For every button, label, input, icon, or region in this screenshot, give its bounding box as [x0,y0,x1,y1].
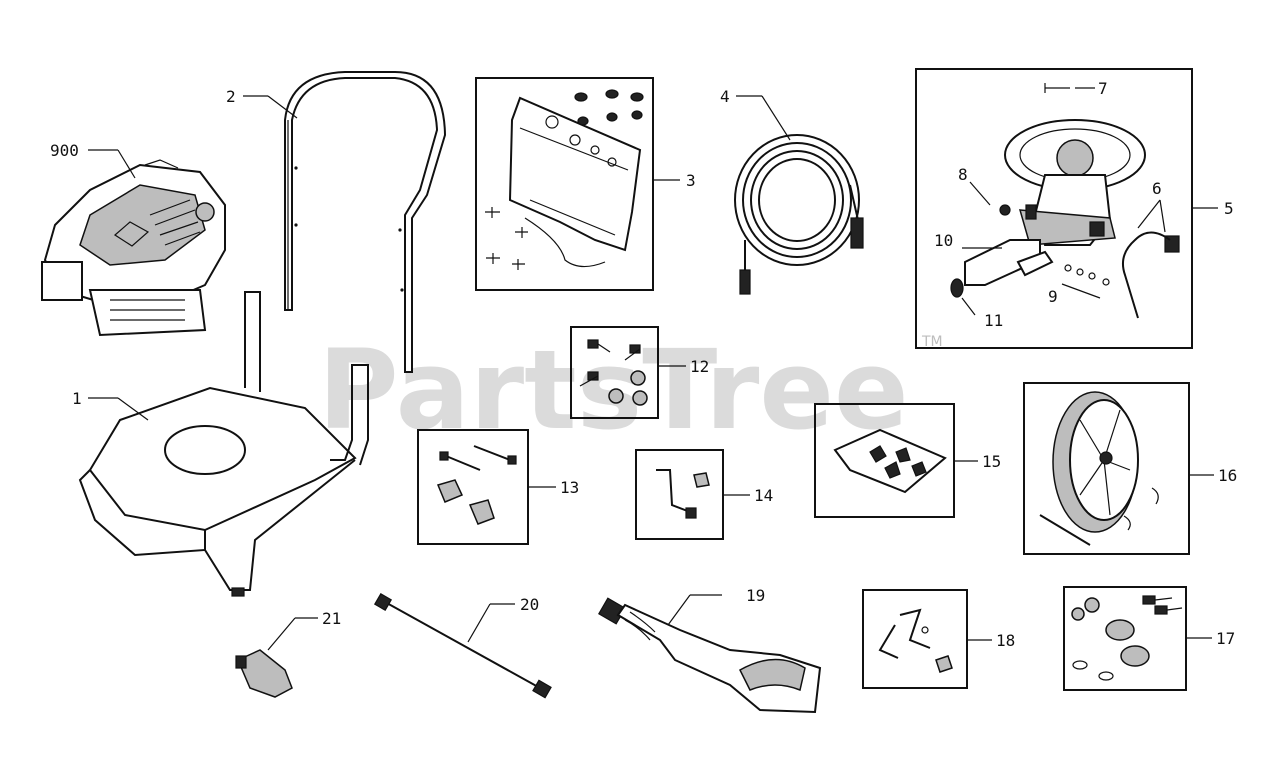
callout-12: 12 [690,357,709,376]
part-16-wheel-kit[interactable]: 16 [1023,382,1237,555]
callout-14: 14 [754,486,773,505]
callout-10: 10 [934,231,953,250]
callout-20: 20 [520,595,539,614]
callout-5: 5 [1224,199,1234,218]
part-20-lance[interactable]: 20 [373,592,552,699]
callout-3: 3 [686,171,696,190]
part-14-pin[interactable]: 14 [635,449,773,540]
callout-13: 13 [560,478,579,497]
callout-11: 11 [984,311,1003,330]
callout-7: 7 [1098,79,1108,98]
part-15-nozzle-kit[interactable]: 15 [814,403,1001,518]
part-19-spray-gun[interactable]: 19 [598,586,822,714]
callout-1: 1 [72,389,82,408]
callout-6: 6 [1152,179,1162,198]
part-4-hose[interactable]: 4 [720,87,864,295]
part-900-engine[interactable]: 900 [41,141,226,337]
callout-18: 18 [996,631,1015,650]
callout-21: 21 [322,609,341,628]
part-13-bolt-kit[interactable]: 13 [417,429,579,545]
part-1-frame[interactable]: 1 [72,291,369,597]
callout-8: 8 [958,165,968,184]
callout-17: 17 [1216,629,1235,648]
part-18-hook-kit[interactable]: 18 [862,589,1015,689]
part-2-handle[interactable]: 2 [226,71,447,373]
callout-16: 16 [1218,466,1237,485]
part-5-pump-assembly[interactable]: 7 8 6 10 9 11 5 [915,68,1234,349]
callout-2: 2 [226,87,236,106]
watermark-trademark: TM [921,334,943,350]
callout-900: 900 [50,141,79,160]
part-3-bracket-kit[interactable]: 3 [475,77,696,291]
part-17-wheel-hardware[interactable]: 17 [1063,586,1235,691]
part-12-hardware-kit[interactable]: 12 [570,326,709,419]
callout-9: 9 [1048,287,1058,306]
callout-19: 19 [746,586,765,605]
callout-15: 15 [982,452,1001,471]
part-21-nozzle[interactable]: 21 [235,609,341,698]
callout-4: 4 [720,87,730,106]
